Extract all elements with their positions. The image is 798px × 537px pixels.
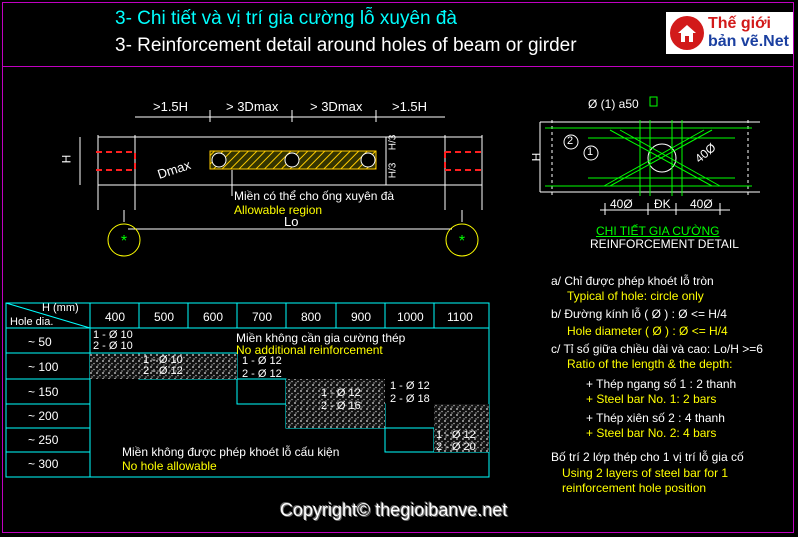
col-header: 1100 [447, 310, 473, 324]
note-d-vn: Bố trí 2 lớp thép cho 1 vị trí lỗ gia cố [551, 450, 744, 464]
row-header: ~ 100 [28, 360, 59, 374]
reinforcement-detail [539, 96, 760, 215]
copyright-text: Copyright© thegioibanve.net [280, 500, 508, 520]
col-header: 600 [203, 310, 224, 324]
col-header: 1000 [397, 310, 424, 324]
no-hole-vn: Miền không được phép khoét lỗ cấu kiện [122, 445, 340, 459]
note-b-en: Hole diameter ( Ø ) : Ø <= H/4 [567, 324, 728, 338]
note-c1-en: + Steel bar No. 1: 2 bars [586, 392, 717, 406]
note-a-vn: a/ Chỉ được phép khoét lỗ tròn [551, 274, 714, 288]
row-header: ~ 300 [28, 457, 59, 471]
note-d-en2: reinforcement hole position [562, 481, 707, 495]
region-label-en: Allowable region [234, 203, 323, 217]
h-third-bottom: H/3 [387, 162, 399, 179]
house-logo-icon [670, 16, 704, 50]
row-header: ~ 200 [28, 409, 59, 423]
title-divider [2, 66, 794, 67]
title-english: 3- Reinforcement detail around holes of … [115, 35, 577, 56]
note-c-en: Ratio of the length & the depth: [567, 357, 733, 371]
row-header: ~ 150 [28, 385, 59, 399]
dim-label-4: >1.5H [392, 99, 428, 114]
h-third-top: H/3 [387, 134, 399, 151]
dim-label-3: > 3Dmax [310, 99, 363, 114]
col-header: 400 [105, 310, 126, 324]
row-header: ~ 250 [28, 433, 59, 447]
note-c2-vn: + Thép xiên số 2 : 4 thanh [586, 411, 725, 425]
span-label: Lo [284, 214, 299, 229]
dim-label-1: >1.5H [153, 99, 189, 114]
note-a-en: Typical of hole: circle only [567, 289, 704, 303]
row-header: ~ 50 [28, 335, 52, 349]
table-corner-h: H (mm) [42, 302, 79, 314]
beam-height-label: H [59, 154, 74, 164]
col-header: 900 [351, 310, 372, 324]
no-hole-en: No hole allowable [122, 459, 217, 473]
note-c1-vn: + Thép ngang số 1 : 2 thanh [586, 377, 737, 391]
col-header: 500 [154, 310, 175, 324]
reinforcement-table [5, 302, 490, 478]
bar-spec-label: Ø (1) a50 [588, 97, 639, 111]
bottom-dim-left: 40Ø [610, 197, 633, 211]
logo-text-line2: bản vẽ.Net [708, 33, 789, 50]
bottom-dim-mid: ĐK [654, 197, 671, 211]
col-header: 800 [301, 310, 322, 324]
region-label-vn: Miền có thể cho ống xuyên đà [234, 189, 395, 203]
no-reinforcement-vn: Miền không cần gia cường thép [236, 331, 406, 345]
no-reinforcement-en: No additional reinforcement [236, 343, 383, 357]
note-c2-en: + Steel bar No. 2: 4 bars [586, 426, 717, 440]
detail-caption-en: REINFORCEMENT DETAIL [590, 237, 739, 251]
note-c-vn: c/ Tỉ số giữa chiều dài và cao: Lo/H >=6 [551, 342, 763, 356]
note-b-vn: b/ Đường kính lỗ ( Ø ) : Ø <= H/4 [551, 307, 727, 321]
note-d-en1: Using 2 layers of steel bar for 1 [562, 466, 729, 480]
bar-2-marker: 2 [567, 135, 574, 147]
detail-caption-vn: CHI TIẾT GIA CƯỜNG [596, 224, 720, 238]
title-vietnamese: 3- Chi tiết và vị trí gia cường lỗ xuyên… [115, 8, 457, 29]
column-marker-icon: * [121, 233, 127, 250]
dim-label-2: > 3Dmax [226, 99, 279, 114]
detail-height-label: H [529, 152, 544, 162]
bar-1-marker: 1 [587, 146, 594, 158]
beam-elevation: * * [79, 110, 484, 257]
logo-text-line1: Thế giới [708, 15, 771, 32]
col-header: 700 [252, 310, 273, 324]
bottom-dim-right: 40Ø [690, 197, 713, 211]
column-marker-icon: * [459, 233, 465, 250]
table-corner-hole: Hole dia. [10, 316, 54, 328]
site-logo[interactable]: Thế giới bản vẽ.Net [666, 12, 793, 54]
